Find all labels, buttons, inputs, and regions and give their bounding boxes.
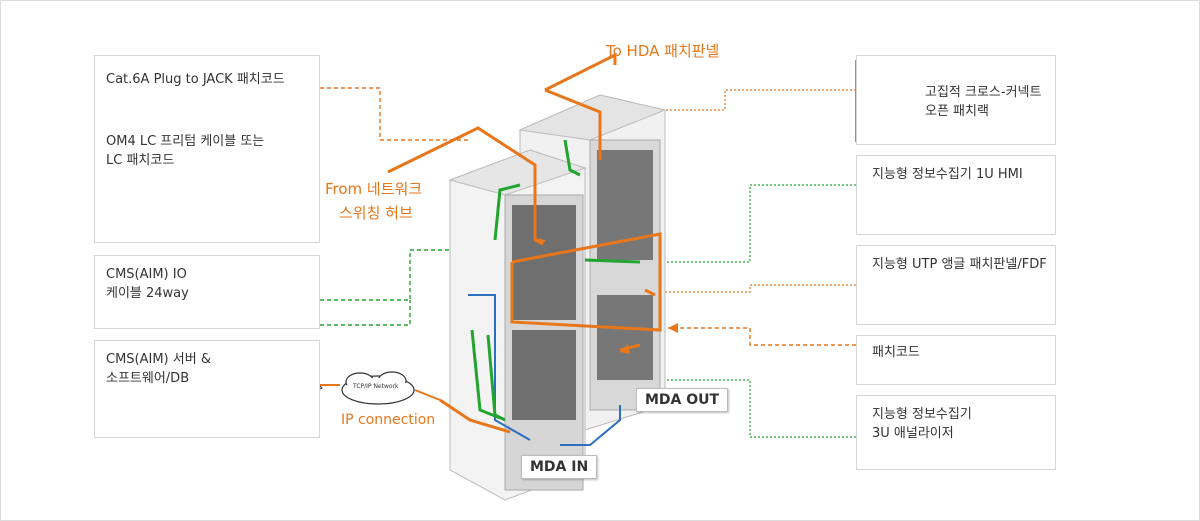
ip-connection-label: IP connection [341,412,436,428]
cable-item-2-line1: OM4 LC 프리텀 케이블 또는 [106,134,265,149]
network-cloud-label: TCP/IP Network [353,383,399,390]
right-box-2-line1: 지능형 정보수집기 1U HMI [872,167,1023,182]
cms-io-line1: CMS(AIM) IO [106,267,187,282]
mda-out-tag: MDA OUT [636,388,729,412]
cms-server-line1: CMS(AIM) 서버 & [106,352,211,367]
cms-io-line2: 케이블 24way [106,286,189,301]
cable-item-2-line2: LC 패치코드 [106,153,175,168]
from-network-line1: From 네트워크 [325,180,423,198]
right-box-1-line2: 오픈 패치랙 [925,104,989,119]
to-hda-label: To HDA 패치판넬 [606,42,720,60]
right-box-5 [856,395,1056,470]
mda-in-tag: MDA IN [521,455,598,479]
right-box-3 [856,245,1056,325]
connector-cms-io-2 [320,300,411,326]
right-box-4 [856,335,1056,385]
right-box-4-line1: 패치코드 [872,345,920,360]
right-box-1 [856,55,1056,145]
right-box-2 [856,155,1056,235]
connector-right-2 [640,184,856,263]
connector-right-3 [640,284,856,293]
rack-left [448,149,587,501]
connector-right-4 [668,327,856,346]
right-box-5-line2: 3U 애널라이저 [872,426,954,441]
connector-cable-box [320,87,470,141]
cms-server-box [94,340,320,438]
right-box-1-line1: 고집적 크로스-커넥트 [925,85,1042,100]
cable-item-1-label: Cat.6A Plug to JACK 패치코드 [106,72,285,87]
connector-right-5 [660,379,856,438]
right-box-5-line1: 지능형 정보수집기 [872,407,972,422]
cable-box [94,55,320,243]
from-network-line2: 스위칭 허브 [339,204,413,222]
cms-io-box [94,255,320,329]
cms-server-line2: 소프트웨어/DB [106,371,190,386]
right-box-3-line1: 지능형 UTP 앵글 패치판넬/FDF [872,257,1047,272]
network-cloud-icon [341,371,415,405]
